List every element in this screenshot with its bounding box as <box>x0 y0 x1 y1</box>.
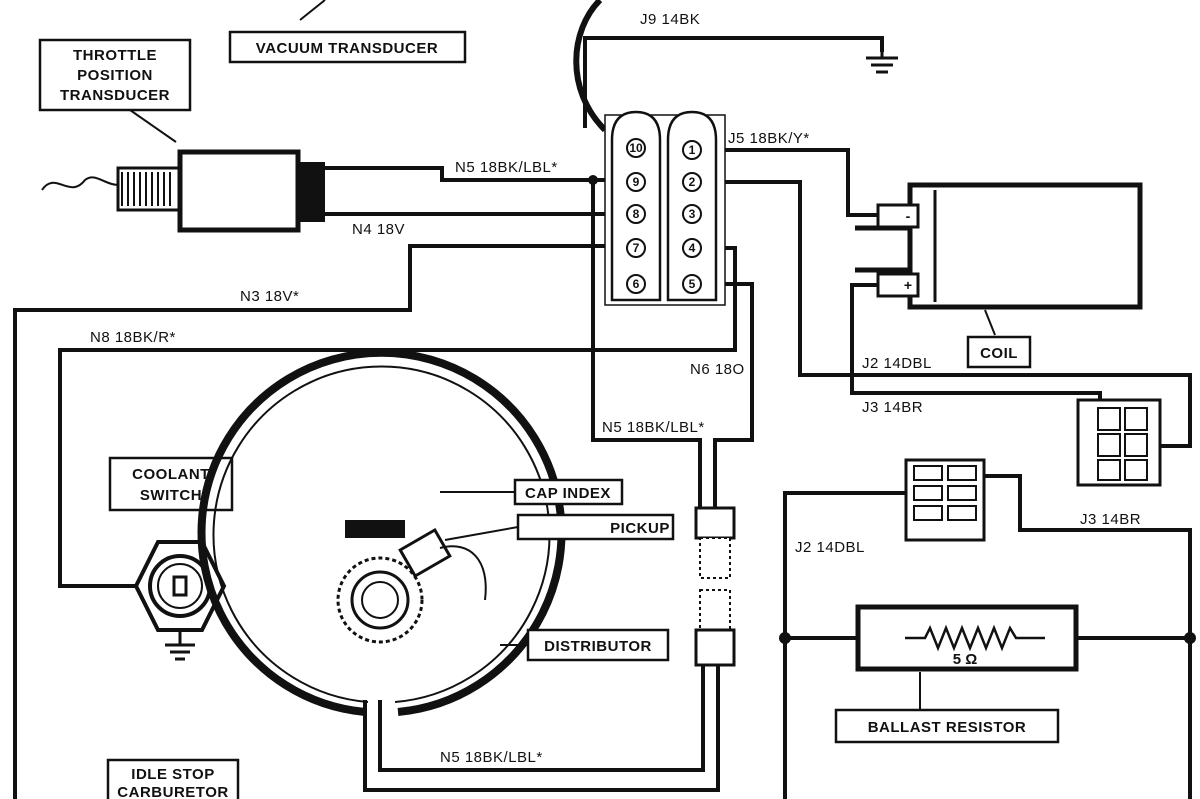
pin-label: 9 <box>633 175 640 189</box>
pin-label: 8 <box>633 207 640 221</box>
throttle-position-transducer-label: THROTTLE <box>73 47 157 64</box>
wire-labels: J9 14BK J5 18BK/Y* N5 18BK/LBL* N4 18V N… <box>90 11 1141 766</box>
wire-n5-bottom <box>378 665 705 772</box>
throttle-position-transducer: THROTTLE POSITION TRANSDUCER <box>38 38 325 233</box>
ballast-resistor: 5 Ω BALLAST RESISTOR <box>834 604 1079 744</box>
coil-positive-terminal: + <box>904 277 912 293</box>
distributor: CAP INDEX PICKUP DISTRIBUTOR <box>197 348 675 716</box>
idle-stop-carburetor-label: IDLE STOP <box>131 766 214 783</box>
wire-label-n5-mid: N5 18BK/LBL* <box>602 419 705 436</box>
wire-j3-top <box>850 283 1102 400</box>
vacuum-transducer-label: VACUUM TRANSDUCER <box>256 40 438 57</box>
wire-n6 <box>705 282 754 510</box>
throttle-position-transducer-label: POSITION <box>77 67 153 84</box>
connector-right-pins: 1 2 3 4 5 <box>682 140 702 294</box>
wire-n5-return <box>363 665 720 792</box>
ground-icon <box>165 630 195 661</box>
pin-label: 4 <box>689 241 696 255</box>
pin-label: 10 <box>629 141 643 155</box>
pickup-label: PICKUP <box>610 520 670 537</box>
wire-label-j3-right: J3 14BR <box>1080 511 1141 528</box>
wire-label-n6: N6 18O <box>690 361 745 378</box>
wire-j2-top <box>705 180 1192 448</box>
idle-stop-carburetor-label: CARBURETOR <box>117 784 228 799</box>
coil-label: COIL <box>980 345 1018 362</box>
wire-n5-top <box>325 166 625 182</box>
connector-left-pins: 10 9 8 7 6 <box>626 138 646 294</box>
pin-label: 6 <box>633 277 640 291</box>
cap-index-label: CAP INDEX <box>525 485 611 502</box>
main-connector: 10 9 8 7 6 1 2 3 4 5 <box>604 110 726 306</box>
coolant-switch-label: COOLANT <box>132 466 210 483</box>
wire-j9 <box>583 36 884 128</box>
wire-label-n5-bottom: N5 18BK/LBL* <box>440 749 543 766</box>
wire-label-n3: N3 18V* <box>240 288 299 305</box>
idle-stop-carburetor: IDLE STOP CARBURETOR <box>106 758 240 799</box>
resistor-value: 5 Ω <box>953 651 978 668</box>
wire-label-j5: J5 18BK/Y* <box>728 130 810 147</box>
pin-label: 3 <box>689 207 696 221</box>
wire-label-j2-left: J2 14DBL <box>795 539 865 556</box>
junction-dot <box>588 175 598 185</box>
wire-j2-left <box>783 491 908 799</box>
junction-dot <box>1184 632 1196 644</box>
wire-j3-right <box>982 474 1192 799</box>
vacuum-hose <box>573 0 608 133</box>
pin-label: 2 <box>689 175 696 189</box>
vacuum-transducer: VACUUM TRANSDUCER <box>228 0 467 64</box>
cable-icon <box>41 176 119 191</box>
wire-n5-mid <box>591 180 702 510</box>
throttle-position-transducer-label: TRANSDUCER <box>60 87 170 104</box>
pin-label: 1 <box>689 143 696 157</box>
junction-dot <box>779 632 791 644</box>
wire-j5 <box>705 148 885 217</box>
wire-label-n5-top: N5 18BK/LBL* <box>455 159 558 176</box>
coil-connector <box>1076 398 1162 487</box>
distributor-label: DISTRIBUTOR <box>544 638 652 655</box>
wire-label-j9: J9 14BK <box>640 11 700 28</box>
pin-label: 5 <box>689 277 696 291</box>
wire-label-j3-top: J3 14BR <box>862 399 923 416</box>
coolant-switch-label: SWITCH <box>140 487 202 504</box>
pin-label: 7 <box>633 241 640 255</box>
coil-negative-terminal: - <box>906 208 911 224</box>
ignition-coil: - + COIL <box>855 182 1143 369</box>
pickup-connector <box>694 506 736 667</box>
wire-label-n8: N8 18BK/R* <box>90 329 176 346</box>
ground-icon <box>866 52 898 74</box>
wire-n3 <box>13 244 625 799</box>
ballast-resistor-label: BALLAST RESISTOR <box>868 719 1027 736</box>
wire-label-j2-top: J2 14DBL <box>862 355 932 372</box>
harness-connector <box>904 458 986 542</box>
wire-label-n4: N4 18V <box>352 221 405 238</box>
